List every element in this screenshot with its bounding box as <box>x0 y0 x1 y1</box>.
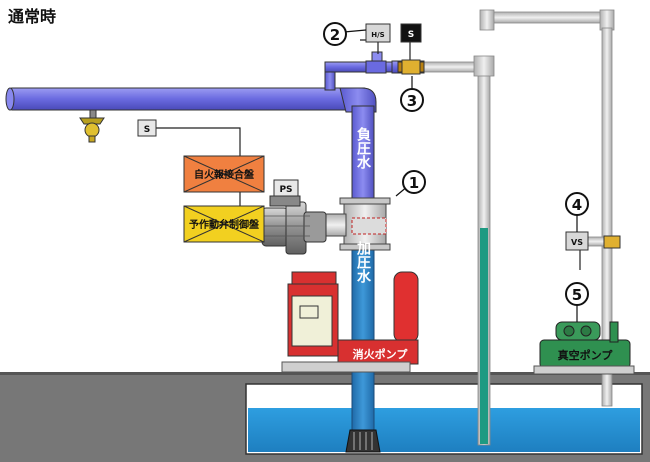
ps-switch: PS <box>273 179 299 197</box>
vs-switch: VS <box>565 231 589 251</box>
callout-2: 2 <box>323 22 367 46</box>
solenoid-valve <box>397 59 425 75</box>
water-tank <box>248 408 640 452</box>
callout-1-number: 1 <box>409 174 419 192</box>
fire-pump-unit: 消火ポンプ <box>281 271 419 373</box>
preaction-control-panel: 予作動弁制御盤 <box>183 205 265 243</box>
hs-switch: H/S <box>365 23 391 43</box>
s-sensor-top: S <box>400 23 422 43</box>
sprinkler-head-icon <box>79 117 105 143</box>
callout-2-number: 2 <box>330 26 340 44</box>
fire-alarm-panel-label: 自火報接合盤 <box>194 168 255 181</box>
negative-pressure-label: 負圧水 <box>355 126 371 170</box>
s-sensor-top-label: S <box>408 30 414 40</box>
callout-5-number: 5 <box>572 286 582 304</box>
hs-switch-label: H/S <box>371 31 384 39</box>
vs-valve <box>603 235 621 249</box>
check-valve <box>321 197 391 251</box>
vacuum-pump-unit: 真空ポンプ <box>533 321 635 375</box>
fire-pump-label: 消火ポンプ <box>353 347 409 361</box>
preaction-control-panel-label: 予作動弁制御盤 <box>189 218 260 231</box>
callout-1: 1 <box>395 170 426 197</box>
fire-alarm-panel: 自火報接合盤 <box>183 155 265 193</box>
s-sensor-left-label: S <box>144 125 150 135</box>
callout-5: 5 <box>565 282 589 322</box>
vacuum-pump-label: 真空ポンプ <box>558 348 614 362</box>
negative-pressure-text: 負圧水 <box>355 126 371 170</box>
page-title: 通常時 <box>8 7 56 26</box>
s-sensor-left: S <box>137 119 157 137</box>
callout-3: 3 <box>400 76 424 112</box>
callout-4-number: 4 <box>572 196 582 214</box>
callout-3-number: 3 <box>407 92 417 110</box>
positive-pressure-label: 加圧水 <box>355 241 372 284</box>
vs-switch-label: VS <box>571 238 583 247</box>
pump-motor <box>261 195 327 255</box>
water-level-column <box>480 228 488 444</box>
ground-structure <box>0 372 650 462</box>
ps-switch-label: PS <box>279 185 292 195</box>
callout-4: 4 <box>565 192 589 232</box>
positive-pressure-text: 加圧水 <box>355 241 372 284</box>
grey-pipe-network <box>419 9 615 446</box>
